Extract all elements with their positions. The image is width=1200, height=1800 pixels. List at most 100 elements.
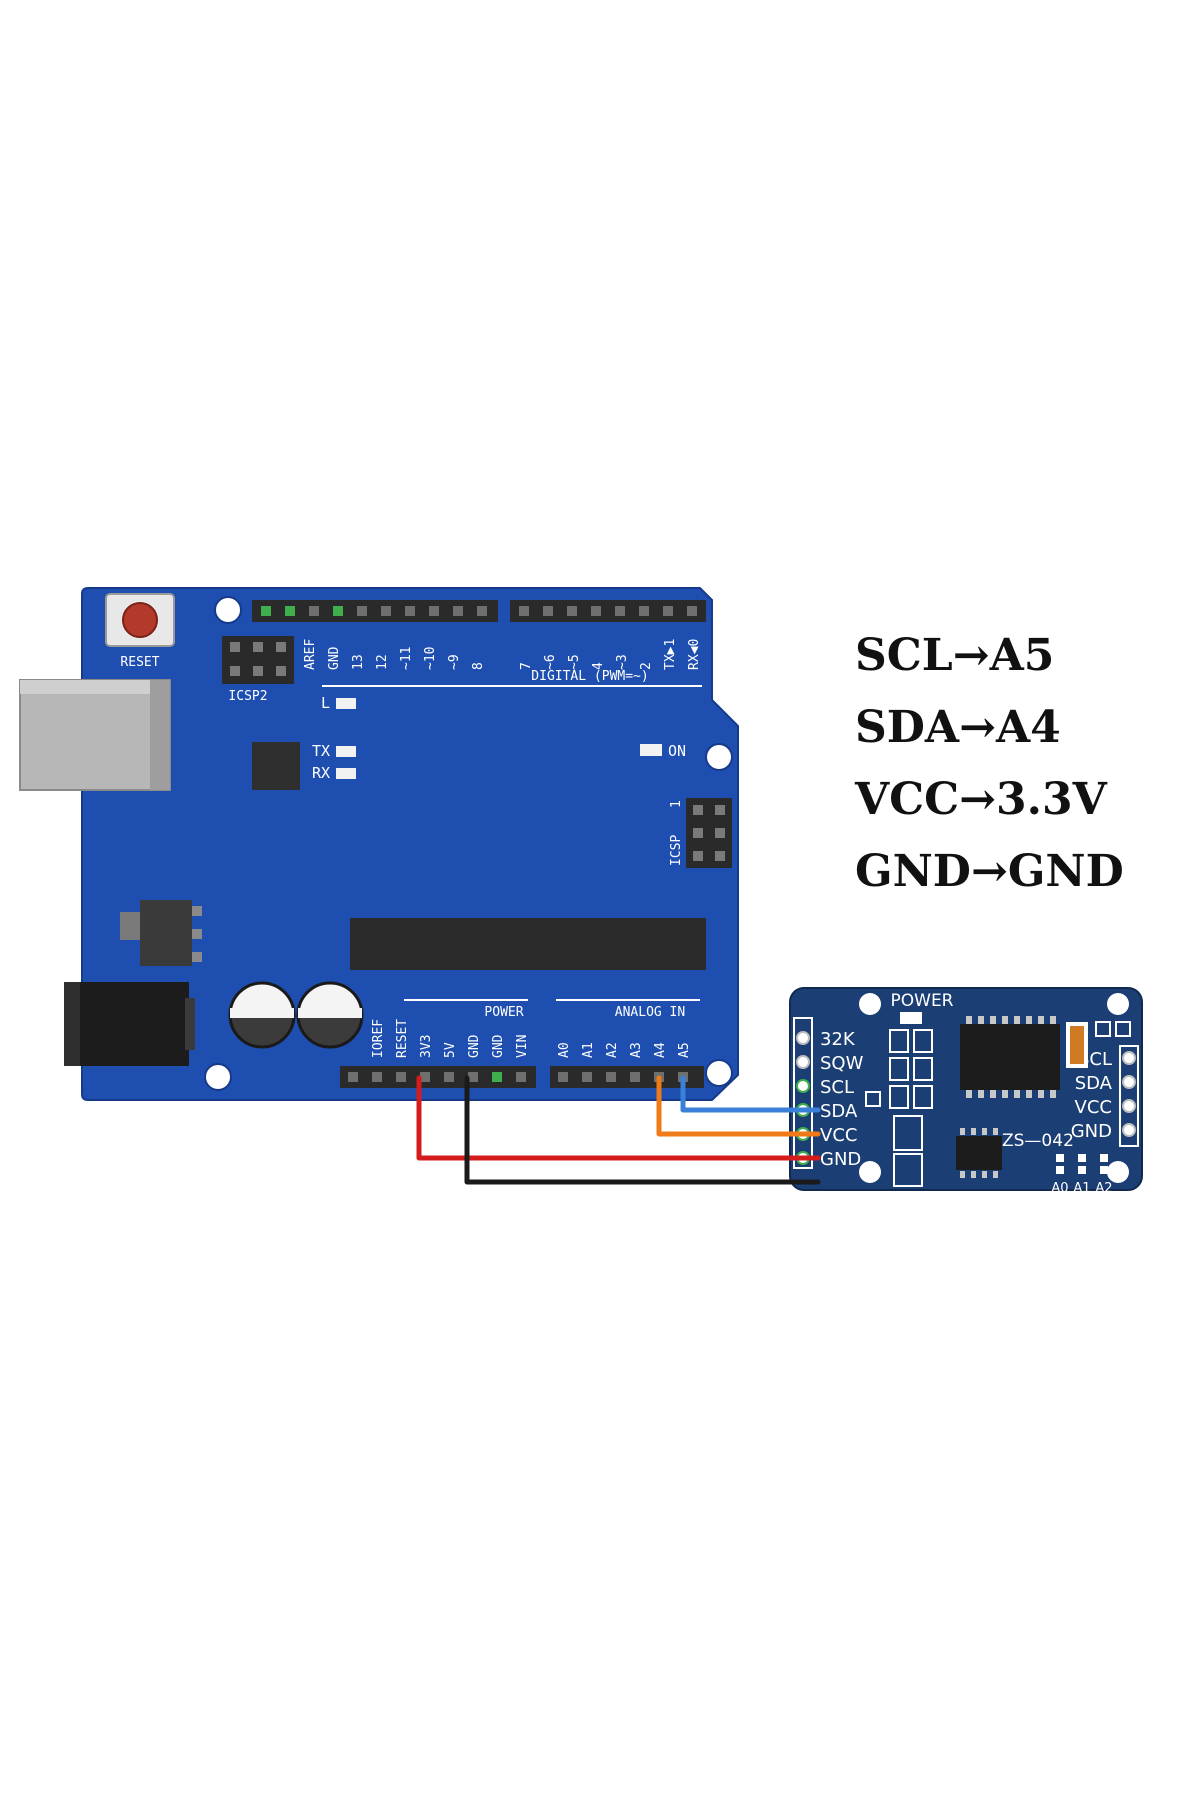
mounting-hole: [705, 1059, 733, 1087]
digital-pin-label: ~3: [615, 654, 630, 670]
resistor-pack: [893, 1153, 923, 1187]
rtc-pin: [1122, 1051, 1136, 1065]
digital-pin-label: ~5: [567, 654, 582, 670]
led-rx: [336, 768, 356, 779]
capacitor: [228, 981, 296, 1049]
icsp-header: [686, 798, 732, 868]
led-rx-label: RX: [312, 764, 330, 782]
power-pin-label: GND: [491, 1034, 506, 1058]
rtc-left-pin-label: GND: [820, 1149, 861, 1170]
rtc-left-pin-label: VCC: [820, 1125, 857, 1146]
rtc-right-header: [1119, 1045, 1139, 1147]
digital-pin-label: ~11: [399, 647, 414, 670]
resistor-pack: [893, 1115, 923, 1151]
rtc-pin: [796, 1031, 810, 1045]
led-tx: [336, 746, 356, 757]
rtc-pin: [796, 1055, 810, 1069]
led-tx-label: TX: [312, 742, 330, 760]
digital-pin-label: 13: [351, 654, 366, 670]
chip-pin: [1002, 1016, 1008, 1024]
power-pin-labels: IOREF RESET 3V3 5V GND GND VIN: [371, 1019, 530, 1058]
analog-pin-label: A1: [581, 1042, 596, 1058]
digital-pin-label: ~10: [423, 647, 438, 670]
icsp-pin1-label: 1: [669, 800, 684, 808]
rtc-right-pin-label: GND: [1071, 1121, 1112, 1142]
rtc-pin: [1122, 1075, 1136, 1089]
digital-pin-label: ~9: [447, 654, 462, 670]
digital-pin-label: ~6: [543, 654, 558, 670]
power-pin-label: VIN: [515, 1035, 530, 1058]
chip-pin: [1002, 1090, 1008, 1098]
rtc-left-pin-label: 32K: [820, 1029, 856, 1050]
analog-pin-label: A0: [557, 1042, 572, 1058]
rtc-model-label: ZS—042: [1002, 1131, 1074, 1151]
analog-pin-label: A4: [653, 1042, 668, 1058]
legend-sda-a4: SDA→A4: [855, 702, 1061, 753]
power-pin-label: 3V3: [419, 1035, 434, 1058]
analog-pin-label: A2: [605, 1042, 620, 1058]
reset-button[interactable]: [105, 593, 175, 647]
chip-pin: [1026, 1016, 1032, 1024]
address-jumpers: [1056, 1154, 1108, 1174]
mounting-hole: [1107, 1161, 1129, 1183]
digital-header-right: [510, 600, 706, 622]
power-pin-label: GND: [467, 1034, 482, 1058]
capacitor: [296, 981, 364, 1049]
chip-pin: [971, 1171, 976, 1178]
rtc-left-pin-label: SDA: [820, 1101, 858, 1122]
power-pin-label: RESET: [395, 1019, 410, 1058]
analog-pin-label: A5: [677, 1042, 692, 1058]
rtc-smd-pad: [1095, 1021, 1111, 1037]
wire-vcc-3v3: [416, 1075, 821, 1161]
chip-pin: [1014, 1016, 1020, 1024]
rtc-pin: [1122, 1099, 1136, 1113]
legend-scl-a5: SCL→A5: [855, 630, 1055, 681]
rtc-left-pin-label: SCL: [820, 1077, 854, 1098]
wire-gnd-gnd: [464, 1075, 821, 1185]
address-label: A0: [1051, 1181, 1068, 1196]
icsp2-label: ICSP2: [228, 689, 267, 704]
chip-pin: [990, 1016, 996, 1024]
power-header: [340, 1066, 536, 1088]
rtc-right-pin-label: VCC: [1075, 1097, 1112, 1118]
chip-pin: [982, 1171, 987, 1178]
power-jack: [64, 982, 195, 1066]
power-pin-label: 5V: [443, 1042, 458, 1058]
diode: [1066, 1022, 1088, 1068]
address-label: A2: [1095, 1181, 1112, 1196]
chip-pin: [960, 1171, 965, 1178]
chip-pin: [978, 1090, 984, 1098]
icsp-label: ICSP: [669, 835, 684, 866]
wires: [416, 1075, 821, 1185]
led-l: [336, 698, 356, 709]
digital-header-left: [252, 600, 498, 622]
rtc-left-header: [793, 1017, 813, 1169]
mounting-hole: [214, 596, 242, 624]
legend-vcc-3v3: VCC→3.3V: [855, 774, 1107, 825]
power-pin-label: IOREF: [371, 1019, 386, 1058]
digital-pin-label: AREF: [303, 639, 318, 670]
icsp2-header: [222, 636, 294, 684]
rtc-power-led: [900, 1012, 922, 1024]
mounting-hole: [1107, 993, 1129, 1015]
digital-pin-label: RX◀0: [687, 639, 702, 670]
digital-pin-label: 8: [471, 662, 486, 670]
power-label: POWER: [484, 1005, 523, 1020]
wire-scl-a5: [680, 1075, 821, 1113]
led-on-label: ON: [668, 742, 686, 760]
digital-pin-label: TX▶1: [663, 639, 678, 670]
rtc-smd-pad: [1115, 1021, 1131, 1037]
analog-label: ANALOG IN: [615, 1005, 685, 1020]
chip-pin: [966, 1016, 972, 1024]
resistor-array: [889, 1029, 933, 1109]
reset-label: RESET: [120, 655, 159, 670]
led-on: [640, 744, 662, 756]
digital-pin-label: GND: [327, 646, 342, 670]
mounting-hole: [204, 1063, 232, 1091]
rtc-right-pin-label: SDA: [1075, 1073, 1113, 1094]
